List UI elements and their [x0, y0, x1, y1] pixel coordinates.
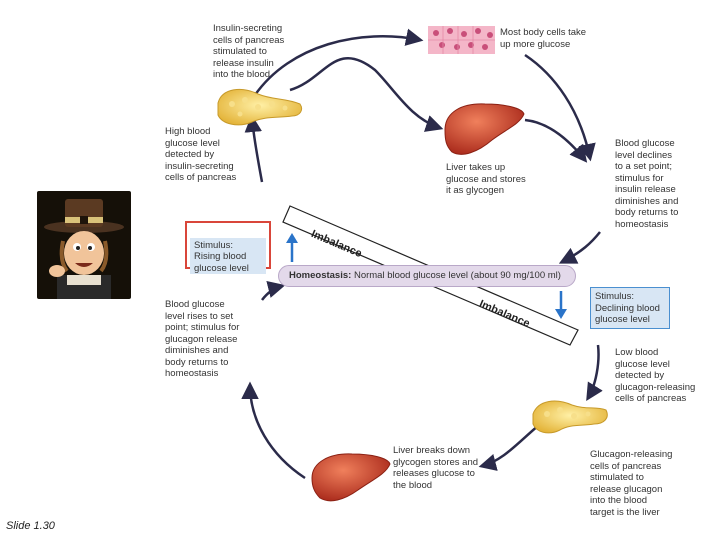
homeostasis-title: Homeostasis:: [289, 270, 352, 281]
arrow-high-to-pancreas: [244, 114, 264, 183]
insulin-secreting-label: Insulin-secreting cells of pancreas stim…: [213, 23, 285, 80]
low-blood-glucose-label: Low blood glucose level detected by gluc…: [615, 347, 696, 404]
pancreas-bottom-image: [532, 400, 608, 434]
slide-number: Slide 1.30: [6, 520, 55, 532]
liver-bottom-image: [311, 453, 391, 502]
arrow-liver2-to-rises: [241, 381, 306, 480]
arrow-low-to-pancreas: [586, 344, 603, 401]
arrow-pancreas-to-cells: [253, 28, 424, 96]
pilgrim-avatar-image: [37, 191, 131, 299]
stimulus-declining-box: Stimulus: Declining blood glucose level: [590, 287, 670, 329]
pancreas-top-image: [217, 88, 303, 126]
up-arrow-head: [286, 233, 298, 243]
body-cells-image: [428, 26, 495, 54]
arrow-decline-to-homeostasis: [558, 231, 601, 264]
stimulus-rising-box: Stimulus: Rising blood glucose level: [185, 221, 271, 274]
homeostasis-bar: Homeostasis: Normal blood glucose level …: [278, 265, 576, 287]
body-cells-label: Most body cells take up more glucose: [500, 27, 587, 50]
arrow-rises-to-homeostasis: [261, 280, 286, 301]
liver-top-image: [444, 103, 525, 155]
arrow-cells-to-decline: [524, 53, 596, 162]
glucagon-releasing-label: Glucagon-releasing cells of pancreas sti…: [590, 449, 673, 518]
arrow-liver-to-decline: [524, 118, 588, 163]
arrow-pancreas-to-liver: [289, 56, 444, 132]
stimulus-rising-label: Stimulus: Rising blood glucose level: [190, 237, 266, 274]
liver-breaks-down-label: Liver breaks down glycogen stores and re…: [393, 445, 479, 491]
liver-takes-up-label: Liver takes up glucose and stores it as …: [446, 162, 526, 196]
high-blood-glucose-label: High blood glucose level detected by ins…: [165, 126, 237, 183]
glucose-rises-label: Blood glucose level rises to set point; …: [165, 299, 240, 379]
down-arrow-head: [555, 309, 567, 319]
homeostasis-description: Normal blood glucose level (about 90 mg/…: [351, 270, 561, 281]
glucose-declines-label: Blood glucose level declines to a set po…: [615, 138, 679, 230]
